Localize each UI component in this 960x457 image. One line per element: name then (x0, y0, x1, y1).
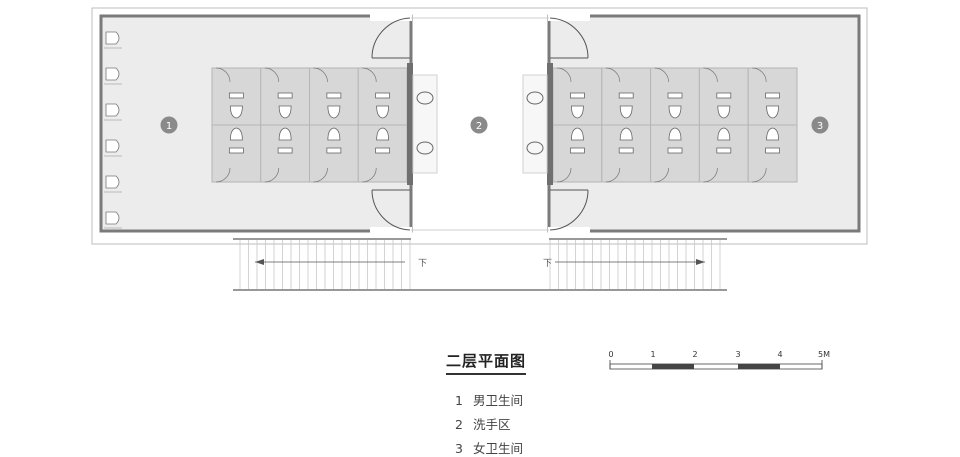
cubicle-door (215, 67, 231, 83)
legend-label: 洗手区 (472, 417, 511, 432)
urinal-row (104, 31, 122, 229)
legend-item-3: 3 女卫生间 (455, 438, 523, 457)
womens-partition-wall (547, 63, 553, 185)
cubicle (698, 124, 749, 183)
womens-door-gap-top (548, 13, 590, 21)
mens-door-gap-bottom (370, 227, 412, 235)
stair-label-right: 下 (543, 259, 552, 269)
cubicle-door (264, 167, 280, 183)
womens-door-gap-bottom (548, 227, 590, 235)
svg-text:3: 3 (817, 121, 823, 132)
legend-num: 3 (455, 441, 463, 456)
stairs: 下 下 (233, 238, 727, 291)
sink-icon (416, 91, 544, 155)
urinal (105, 103, 120, 117)
cubicle-door (703, 167, 718, 183)
legend-item-1: 1 男卫生间 (455, 390, 523, 409)
svg-text:1: 1 (166, 121, 172, 132)
zone-marker-3: 3 (811, 116, 829, 134)
cubicle-door (264, 67, 280, 83)
urinal (105, 139, 120, 153)
zone-marker-1: 1 (160, 116, 178, 134)
scale-bar (609, 360, 823, 370)
urinal (105, 31, 120, 45)
mens-door-gap-top (370, 13, 412, 21)
cubicle-door (654, 167, 669, 183)
urinal (105, 211, 120, 225)
sink-counter-right (522, 74, 548, 174)
scale-tick-2: 2 (692, 350, 698, 359)
legend-num: 1 (455, 393, 463, 408)
cubicle-door (556, 167, 572, 183)
cubicle-door (313, 67, 328, 83)
urinal (105, 175, 120, 189)
scale-tick-1: 1 (650, 350, 656, 359)
cubicle-door (362, 167, 377, 183)
zone-marker-2: 2 (470, 116, 488, 134)
cubicle-door (215, 167, 231, 183)
scale-tick-3: 3 (735, 350, 741, 359)
womens-door-swing-bottom (549, 189, 589, 231)
scale-tick-4: 4 (777, 350, 783, 359)
cubicle-door (556, 67, 572, 83)
legend-num: 2 (455, 417, 463, 432)
svg-text:2: 2 (476, 121, 482, 132)
cubicle-door (313, 167, 328, 183)
wash-area (411, 17, 549, 231)
cubicle-door (703, 67, 718, 83)
legend-item-2: 2 洗手区 (455, 414, 511, 433)
cubicle-door (752, 67, 767, 83)
scale-tick-5: 5M (818, 350, 830, 359)
cubicle-door (605, 67, 621, 83)
cubicle-door (752, 167, 767, 183)
mens-door-swing-top (371, 17, 411, 59)
mens-cubicles (211, 67, 408, 183)
legend-label: 男卫生间 (472, 393, 523, 408)
womens-wing (547, 13, 861, 235)
cubicle (211, 124, 262, 183)
sink-counter-left (412, 74, 438, 174)
urinal (105, 67, 120, 81)
stair-treads-right (549, 240, 721, 289)
stair-label-left: 下 (418, 259, 427, 269)
cubicle-door (362, 67, 377, 83)
mens-wing (99, 13, 413, 235)
womens-door-swing-top (549, 17, 589, 59)
site-outline (91, 7, 868, 245)
mens-partition-wall (407, 63, 413, 185)
cubicle (747, 124, 798, 183)
legend-label: 女卫生间 (472, 441, 523, 456)
drawing-title: 二层平面图 (446, 350, 527, 375)
scale-tick-0: 0 (608, 350, 614, 359)
mens-door-swing-bottom (371, 189, 411, 231)
stair-treads-left (239, 240, 411, 289)
cubicle-door (654, 67, 669, 83)
cubicle-door (605, 167, 621, 183)
womens-cubicles (552, 67, 798, 183)
